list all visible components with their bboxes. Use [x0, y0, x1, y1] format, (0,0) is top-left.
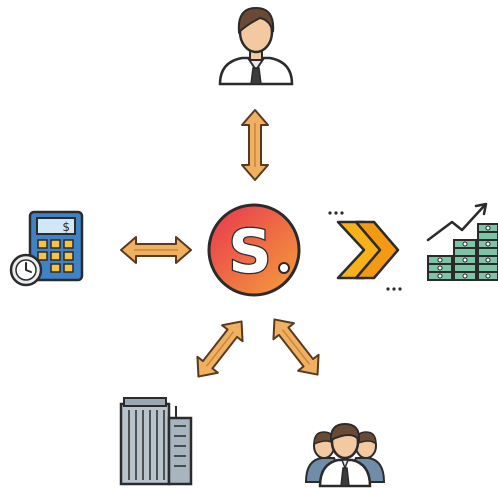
office-building-icon [119, 397, 193, 486]
arrow-building-connector [187, 312, 253, 386]
clock-icon [9, 253, 43, 287]
chevron-forward-icon [328, 211, 402, 291]
brand-logo-letter: S [228, 217, 271, 287]
arrow-team-connector [263, 310, 329, 384]
brand-logo-dot [278, 262, 290, 274]
calculator-display-symbol: $ [62, 220, 70, 234]
arrow-person-connector [241, 109, 269, 181]
arrow-calculator-connector [120, 236, 192, 264]
calculator-clock-icon: $ [9, 210, 84, 287]
brand-logo: S [207, 203, 301, 297]
businessman-icon [218, 6, 294, 86]
team-icon [304, 422, 386, 488]
money-growth-chart-icon [426, 202, 498, 281]
